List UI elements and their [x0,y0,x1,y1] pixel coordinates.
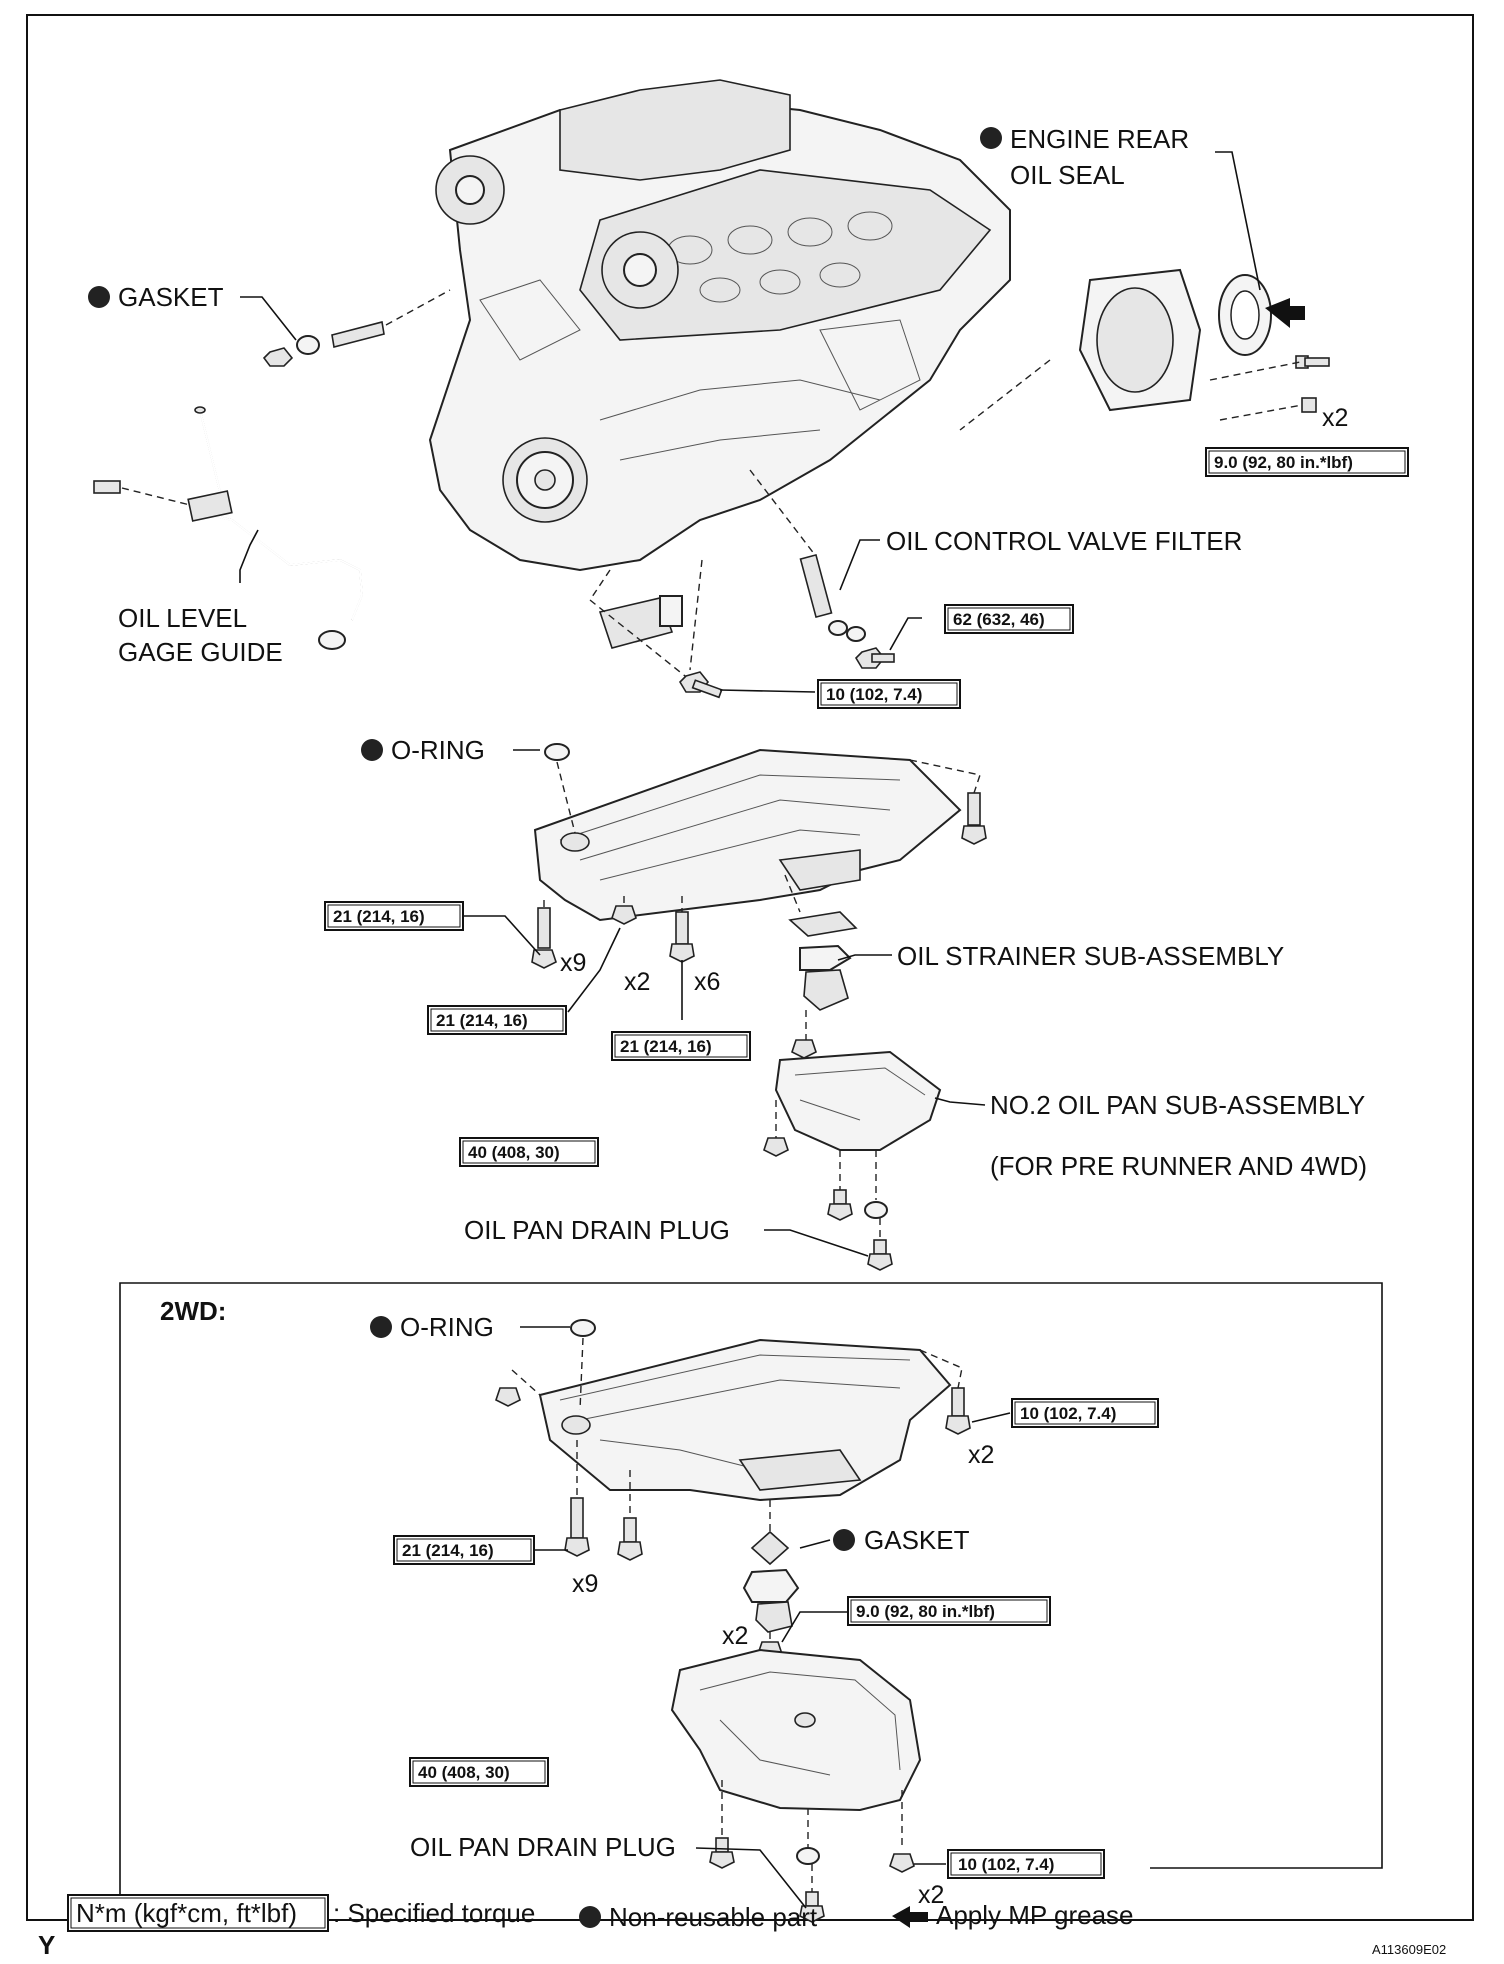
label-oil-strainer: OIL STRAINER SUB-ASSEMBLY [897,941,1284,971]
apply-grease-arrow [1265,298,1305,328]
torque-ocv-62: 62 (632, 46) [953,610,1045,629]
engine-assembly [428,79,1011,572]
non-reusable-markers [88,127,1002,1928]
oil-level-gage-guide [93,406,364,650]
o-ring-2wd [570,1319,596,1337]
corner-letter: Y [38,1930,55,1960]
label-no2-oil-pan-1: NO.2 OIL PAN SUB-ASSEMBLY [990,1090,1365,1120]
label-o-ring-top: O-RING [391,735,485,765]
leader-lines [239,151,1261,1909]
quantity-labels: x2 x9 x2 x6 x2 x9 x2 x2 [560,404,1348,1909]
oil-control-valve-filter [589,469,895,699]
label-oil-level-gage-guide-2: GAGE GUIDE [118,637,283,667]
gasket-top-assembly [262,289,451,367]
count-2wd-x2-b: x2 [722,1622,748,1650]
oil-strainer [784,874,858,1059]
torque-pan-21-a: 21 (214, 16) [333,907,425,926]
figure-code: A113609E02 [1372,1942,1446,1957]
torque-2wd-10-a: 10 (102, 7.4) [1020,1404,1116,1423]
torque-rear-seal: 9.0 (92, 80 in.*lbf) [1214,453,1353,472]
filled-circle-icon [579,1906,601,1928]
legend: N*m (kgf*cm, ft*lbf) : Specified torque … [67,1894,1134,1932]
label-section-2wd: 2WD: [160,1296,226,1326]
label-gasket-2wd: GASKET [864,1525,970,1555]
filled-circle-icon [88,286,110,308]
torque-ocv-10: 10 (102, 7.4) [826,685,922,704]
count-2wd-x2-a: x2 [968,1441,994,1469]
section-2wd-frame [119,1282,1383,1908]
label-oil-level-gage-guide-1: OIL LEVEL [118,603,247,633]
count-2wd-x9: x9 [572,1570,598,1598]
filled-circle-icon [370,1316,392,1338]
count-pan-x6: x6 [694,968,720,996]
label-oil-control-valve-filter: OIL CONTROL VALVE FILTER [886,526,1242,556]
no2-oil-pan-upper [763,1050,942,1271]
legend-torque-unit: N*m (kgf*cm, ft*lbf) [76,1898,297,1928]
filled-circle-icon [980,127,1002,149]
label-drain-plug-top: OIL PAN DRAIN PLUG [464,1215,730,1245]
torque-2wd-10-b: 10 (102, 7.4) [958,1855,1054,1874]
torque-drain-40: 40 (408, 30) [468,1143,560,1162]
label-engine-rear-oil-seal-1: ENGINE REAR [1010,124,1189,154]
legend-non-reusable: Non-reusable part [609,1902,818,1932]
arrow-left-icon [892,1906,928,1928]
count-pan-x9: x9 [560,949,586,977]
oil-pan-2wd [495,1319,971,1561]
torque-2wd-21: 21 (214, 16) [402,1541,494,1560]
count-2wd-x2-c: x2 [918,1881,944,1909]
filled-circle-icon [361,739,383,761]
label-engine-rear-oil-seal-2: OIL SEAL [1010,160,1125,190]
torque-2wd-9: 9.0 (92, 80 in.*lbf) [856,1602,995,1621]
torque-pan-21-b: 21 (214, 16) [436,1011,528,1030]
count-rear-seal-x2: x2 [1322,404,1348,432]
no2-oil-pan-2wd [670,1648,922,1923]
o-ring-top [544,743,570,761]
filled-circle-icon [833,1529,855,1551]
legend-torque-desc: : Specified torque [333,1898,535,1928]
part-labels: ENGINE REAR OIL SEAL GASKET OIL LEVEL GA… [118,124,1367,1862]
oil-strainer-2wd [742,1500,800,1661]
legend-apply-grease: Apply MP grease [936,1900,1134,1930]
torque-pan-21-c: 21 (214, 16) [620,1037,712,1056]
label-gasket-top: GASKET [118,282,224,312]
outer-frame [26,14,1474,1921]
oil-pan-upper [531,743,987,969]
torque-2wd-40: 40 (408, 30) [418,1763,510,1782]
label-o-ring-2wd: O-RING [400,1312,494,1342]
count-pan-x2: x2 [624,968,650,996]
torque-boxes: 9.0 (92, 80 in.*lbf) 62 (632, 46) 10 (10… [324,447,1409,1879]
label-no2-oil-pan-2: (FOR PRE RUNNER AND 4WD) [990,1151,1367,1181]
rear-oil-seal-retainer [959,268,1330,431]
label-drain-plug-2wd: OIL PAN DRAIN PLUG [410,1832,676,1862]
